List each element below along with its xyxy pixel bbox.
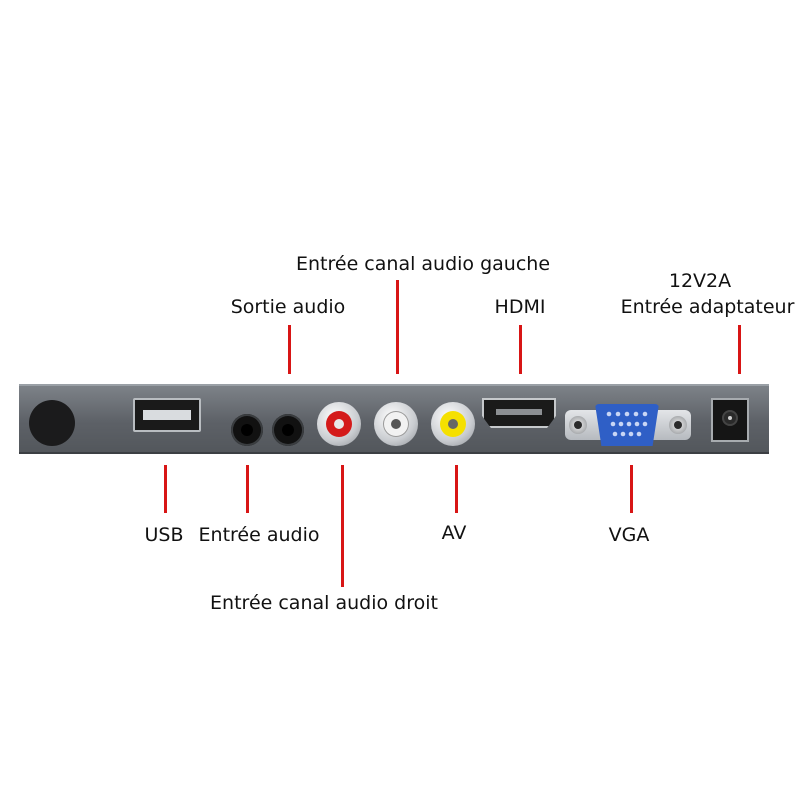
dc-socket-pin [728,416,732,420]
audio-jack-in[interactable] [231,414,263,446]
vga-screw-left [569,416,587,434]
label-sortie-audio: Sortie audio [230,296,346,318]
label-av: AV [441,522,467,544]
rca-left-white[interactable] [374,402,418,446]
pointer-line-vga [630,465,633,513]
device-rear-panel [19,384,769,454]
usb-tongue [143,410,191,420]
label-vga: VGA [608,524,650,546]
rca-right-pin [334,419,344,429]
pointer-line-entree-audio [246,465,249,513]
label-entree-audio: Entrée audio [198,524,320,546]
rca-right-red[interactable] [317,402,361,446]
vga-port[interactable] [565,404,695,448]
label-power-voltage: 12V2A [668,270,732,292]
audio-jack-out-hole [282,424,294,436]
rca-av-yellow[interactable] [431,402,475,446]
pointer-line-power [738,325,741,374]
round-foot [29,400,75,446]
label-entree-canal-audio-droit: Entrée canal audio droit [210,592,438,614]
rca-av-pin [448,419,458,429]
audio-jack-in-hole [241,424,253,436]
usb-port[interactable] [133,398,201,432]
pointer-line-usb [164,465,167,513]
vga-pins [606,411,648,437]
label-usb: USB [144,524,184,546]
pointer-line-hdmi [519,325,522,374]
vga-screw-right [669,416,687,434]
rca-right-insulator [326,411,352,437]
label-entree-adaptateur: Entrée adaptateur [620,296,795,318]
rca-left-insulator [383,411,409,437]
rca-left-pin [391,419,401,429]
pointer-line-canal-gauche [396,280,399,374]
hdmi-port[interactable] [482,398,556,428]
label-hdmi: HDMI [494,296,546,318]
rca-av-insulator [440,411,466,437]
dc-socket-hole [722,410,738,426]
pointer-line-sortie-audio [288,325,291,374]
audio-jack-out[interactable] [272,414,304,446]
pointer-line-av [455,465,458,513]
dc-power-socket[interactable] [711,398,749,442]
hdmi-pins [496,409,542,415]
label-entree-canal-audio-gauche: Entrée canal audio gauche [296,253,551,275]
vga-connector-blue [595,404,659,446]
pointer-line-canal-droit [341,465,344,587]
